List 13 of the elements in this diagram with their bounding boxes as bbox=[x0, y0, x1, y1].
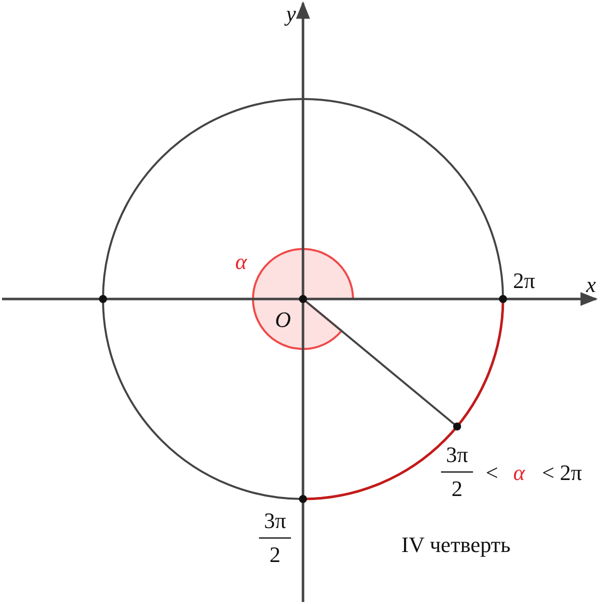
fraction-numerator: 3π bbox=[446, 444, 468, 466]
fraction-denominator: 2 bbox=[452, 478, 462, 500]
axis-label: y bbox=[286, 3, 296, 25]
angle-value: 2π bbox=[512, 270, 536, 292]
fraction-numerator: 3π bbox=[264, 510, 286, 532]
fraction-denominator: 2 bbox=[270, 544, 280, 566]
inequality-sign: < bbox=[486, 462, 498, 484]
angle-label: α bbox=[235, 251, 247, 273]
angle-label: α bbox=[513, 462, 525, 484]
inequality-bound: < 2π bbox=[542, 462, 582, 484]
axis-label: x bbox=[586, 274, 596, 296]
origin-label: O bbox=[275, 309, 291, 331]
quadrant-label: IV четверть bbox=[401, 534, 511, 556]
